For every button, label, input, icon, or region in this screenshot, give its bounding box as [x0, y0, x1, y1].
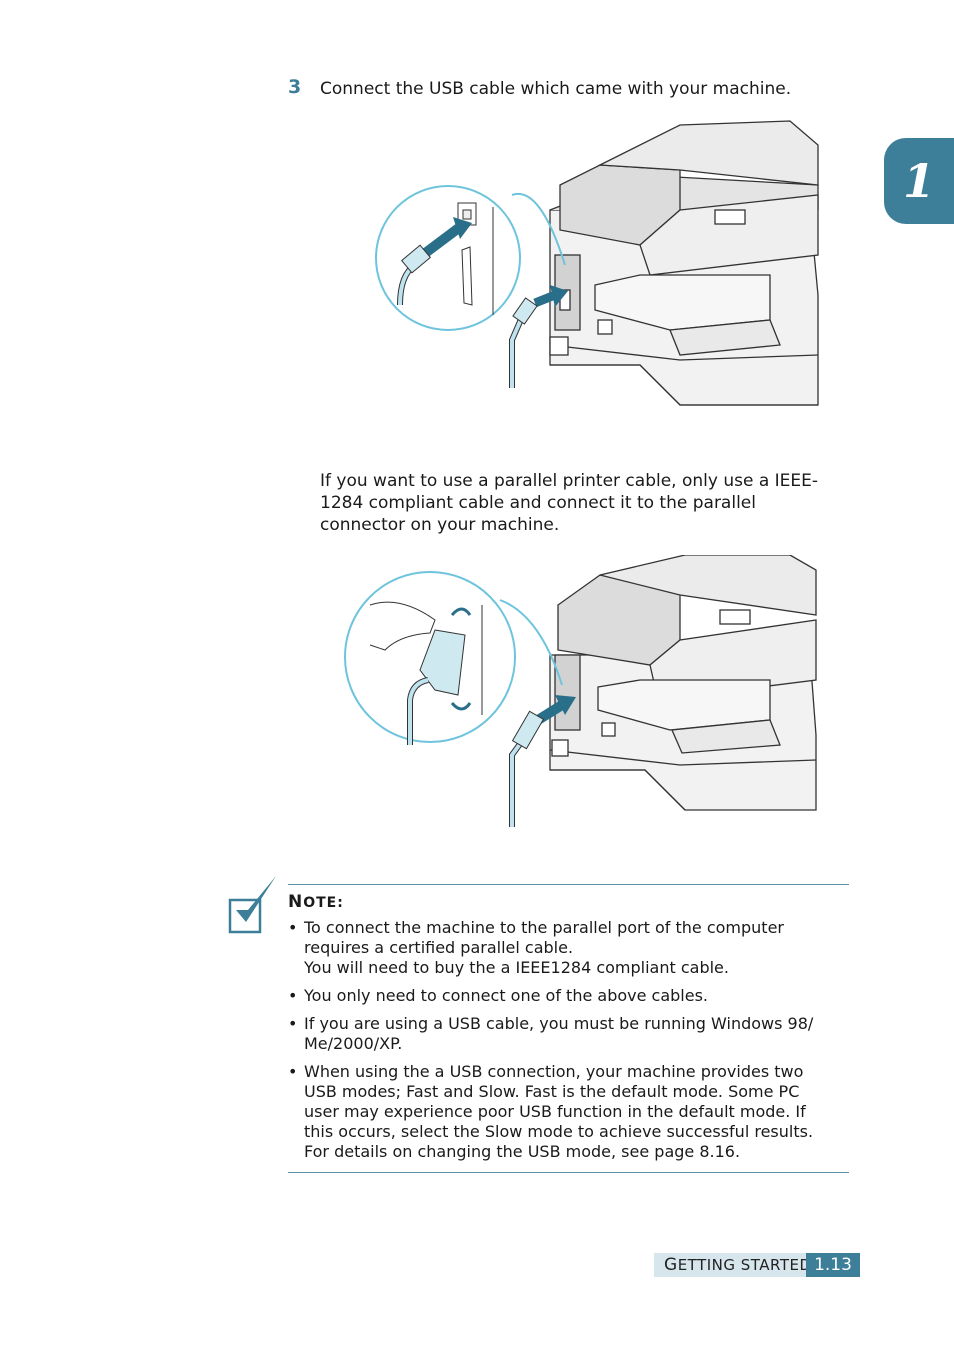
note-item: • If you are using a USB cable, you must…: [288, 1014, 848, 1054]
step-number: 3: [288, 76, 302, 98]
note-top-rule: [288, 884, 849, 885]
parallel-connection-illustration: [344, 555, 817, 827]
note-item: • To connect the machine to the parallel…: [288, 918, 848, 978]
note-item: • When using the a USB connection, your …: [288, 1062, 848, 1162]
note-line: You only need to connect one of the abov…: [304, 986, 709, 1005]
parallel-cable-paragraph: If you want to use a parallel printer ca…: [320, 470, 860, 536]
page-number: 1.13: [806, 1253, 860, 1277]
footer-section-initial: G: [664, 1255, 678, 1275]
note-bottom-rule: [288, 1172, 849, 1173]
chapter-tab: 1: [884, 138, 954, 224]
note-item: • You only need to connect one of the ab…: [288, 986, 848, 1006]
note-line: When using the a USB connection, your ma…: [304, 1062, 804, 1081]
note-line: this occurs, select the Slow mode to ach…: [304, 1122, 814, 1141]
checkmark-note-icon: [228, 876, 276, 934]
note-line: To connect the machine to the parallel p…: [304, 918, 784, 937]
note-title: NOTE:: [288, 892, 344, 912]
usb-connection-illustration: [375, 120, 819, 406]
note-line: USB modes; Fast and Slow. Fast is the de…: [304, 1082, 800, 1101]
chapter-number: 1: [902, 154, 935, 208]
note-line: user may experience poor USB function in…: [304, 1102, 806, 1121]
note-title-initial: N: [288, 892, 304, 912]
note-line: If you are using a USB cable, you must b…: [304, 1014, 814, 1033]
step-text: Connect the USB cable which came with yo…: [320, 79, 792, 99]
note-title-rest: OTE:: [303, 895, 344, 911]
paragraph-line: 1284 compliant cable and connect it to t…: [320, 493, 756, 513]
paragraph-line: connector on your machine.: [320, 515, 560, 535]
note-line: requires a certified parallel cable.: [304, 938, 574, 957]
footer-section-rest: ETTING STARTED: [677, 1256, 812, 1274]
note-line: For details on changing the USB mode, se…: [304, 1142, 741, 1161]
note-line: Me/2000/XP.: [304, 1034, 403, 1053]
note-line: You will need to buy the a IEEE1284 comp…: [304, 958, 729, 977]
paragraph-line: If you want to use a parallel printer ca…: [320, 471, 819, 491]
note-list: • To connect the machine to the parallel…: [288, 918, 848, 1170]
